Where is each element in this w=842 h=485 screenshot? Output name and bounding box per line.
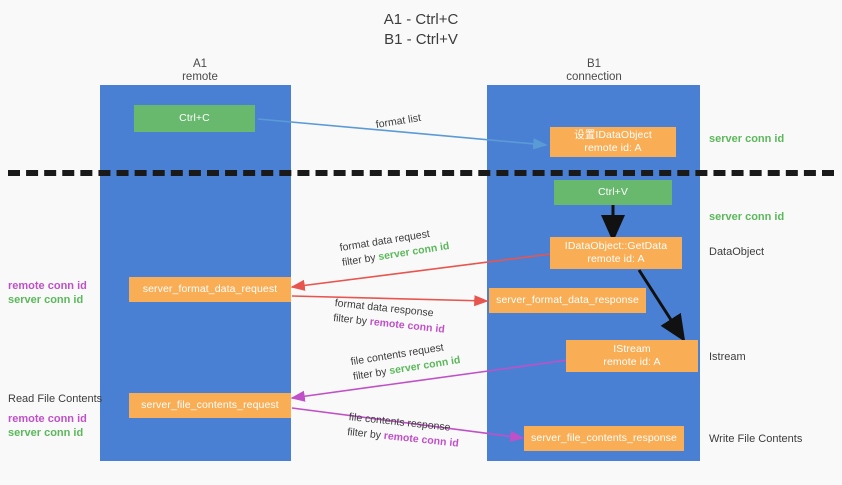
lane-b1-name: B1 <box>586 58 602 70</box>
lane-b1-subtitle: connection <box>566 71 622 83</box>
box-set-dataobject-line1: 设置IDataObject <box>574 129 652 141</box>
legend-server-conn-id-2: server conn id <box>8 427 84 439</box>
box-getdata-line1: IDataObject::GetData <box>564 240 668 252</box>
box-ctrl-c[interactable]: Ctrl+C <box>134 105 255 132</box>
label-read-file-contents: Read File Contents <box>8 393 103 405</box>
box-getdata-line2: remote id: A <box>587 253 645 265</box>
legend-remote-conn-id-2: remote conn id <box>8 413 87 425</box>
phase-divider <box>8 170 834 176</box>
annotation-file-contents-request: file contents request filter by server c… <box>350 338 462 385</box>
annotation-format-data-response: format data response filter by remote co… <box>332 296 447 338</box>
annotation-format-data-request: format data request filter by server con… <box>339 224 451 271</box>
box-istream-line2: remote id: A <box>603 356 661 368</box>
lane-header-a1: A1 remote <box>140 58 260 84</box>
box-server-format-data-response-label: server_format_data_response <box>496 294 639 306</box>
legend-conn-ids-bottom: remote conn id server conn id <box>8 412 87 440</box>
filter-prefix: filter by <box>346 425 385 442</box>
box-istream[interactable]: IStream remote id: A <box>566 340 698 372</box>
box-server-file-contents-request[interactable]: server_file_contents_request <box>129 393 291 418</box>
annotation-format-list-text: format list <box>374 111 422 131</box>
box-istream-line1: IStream <box>613 343 651 355</box>
filter-prefix: filter by <box>332 311 371 328</box>
box-ctrl-c-label: Ctrl+C <box>179 112 210 124</box>
box-ctrl-v-label: Ctrl+V <box>597 186 629 198</box>
title-line-1: A1 - Ctrl+C <box>383 11 459 28</box>
lane-a1-name: A1 <box>192 58 208 70</box>
box-server-format-data-request[interactable]: server_format_data_request <box>129 277 291 302</box>
title-line-2: B1 - Ctrl+V <box>384 31 458 48</box>
box-ctrl-v[interactable]: Ctrl+V <box>554 180 672 205</box>
box-server-format-data-request-label: server_format_data_request <box>142 283 278 295</box>
label-write-file-contents: Write File Contents <box>709 433 803 445</box>
box-set-dataobject-line2: remote id: A <box>584 142 642 154</box>
box-getdata[interactable]: IDataObject::GetData remote id: A <box>550 237 682 269</box>
label-istream: Istream <box>709 351 746 363</box>
box-server-format-data-response[interactable]: server_format_data_response <box>489 288 646 313</box>
box-server-file-contents-response-label: server_file_contents_response <box>531 432 677 444</box>
label-dataobject: DataObject <box>709 246 765 258</box>
legend-remote-conn-id-1: remote conn id <box>8 280 87 292</box>
box-server-file-contents-response[interactable]: server_file_contents_response <box>524 426 684 451</box>
annotation-format-list: format list <box>375 111 422 133</box>
legend-server-conn-id-1: server conn id <box>8 294 84 306</box>
label-server-conn-id-mid: server conn id <box>709 211 785 223</box>
lane-a1-subtitle: remote <box>182 71 218 83</box>
label-server-conn-id-top: server conn id <box>709 133 785 145</box>
annotation-file-contents-response: file contents response filter by remote … <box>346 410 461 452</box>
legend-conn-ids-top: remote conn id server conn id <box>8 279 87 307</box>
arrow-format-data-response <box>291 295 489 307</box>
page-title: A1 - Ctrl+C B1 - Ctrl+V <box>0 10 842 50</box>
box-server-file-contents-request-label: server_file_contents_request <box>141 399 279 411</box>
box-set-dataobject[interactable]: 设置IDataObject remote id: A <box>550 127 676 157</box>
lane-header-b1: B1 connection <box>534 58 654 84</box>
